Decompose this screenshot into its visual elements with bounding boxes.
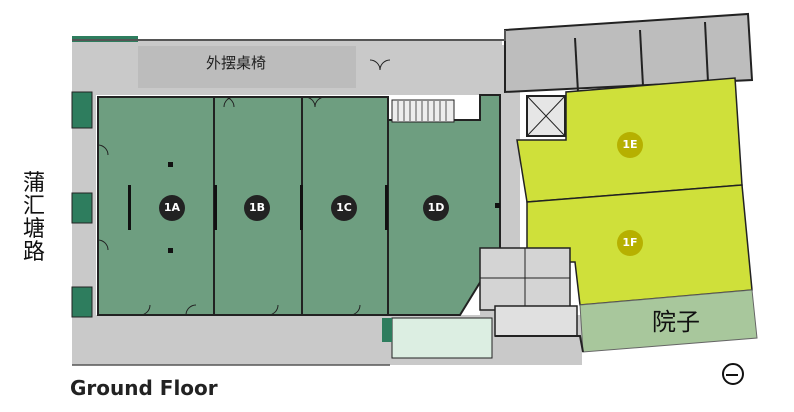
facade-panel <box>382 318 392 342</box>
unit-badge-1b[interactable]: 1B <box>244 195 270 221</box>
unit-badge-1c[interactable]: 1C <box>331 195 357 221</box>
street-char: 汇 <box>22 194 45 219</box>
unit-badge-1f[interactable]: 1F <box>617 230 643 256</box>
street-char: 塘 <box>22 217 45 242</box>
facade-panel <box>71 286 93 318</box>
unit-1a-area <box>97 96 215 316</box>
outer-wall <box>495 335 584 353</box>
facade-panel <box>71 192 93 224</box>
north-arrow-icon <box>722 363 744 385</box>
terrace-label: 外摆桌椅 <box>206 54 267 72</box>
courtyard-label: 院子 <box>652 308 700 336</box>
floor-title: Ground Floor <box>70 376 218 400</box>
service-wall <box>639 29 644 87</box>
service-wall <box>574 37 579 93</box>
service-wall <box>704 21 709 83</box>
street-name: 蒲 汇 塘 路 <box>16 172 52 264</box>
service-block <box>504 12 754 94</box>
street-char: 路 <box>22 240 45 265</box>
unit-badge-1e[interactable]: 1E <box>617 132 643 158</box>
outer-wall <box>72 30 506 41</box>
facade-panel <box>71 91 93 129</box>
unit-badge-1a[interactable]: 1A <box>159 195 185 221</box>
lower-stair <box>494 305 578 337</box>
street-char: 蒲 <box>22 171 45 196</box>
unit-badge-1d[interactable]: 1D <box>423 195 449 221</box>
stair <box>391 99 455 123</box>
terrace-area <box>138 46 356 88</box>
entrance-lobby <box>391 317 493 359</box>
courtyard-area <box>579 289 758 353</box>
